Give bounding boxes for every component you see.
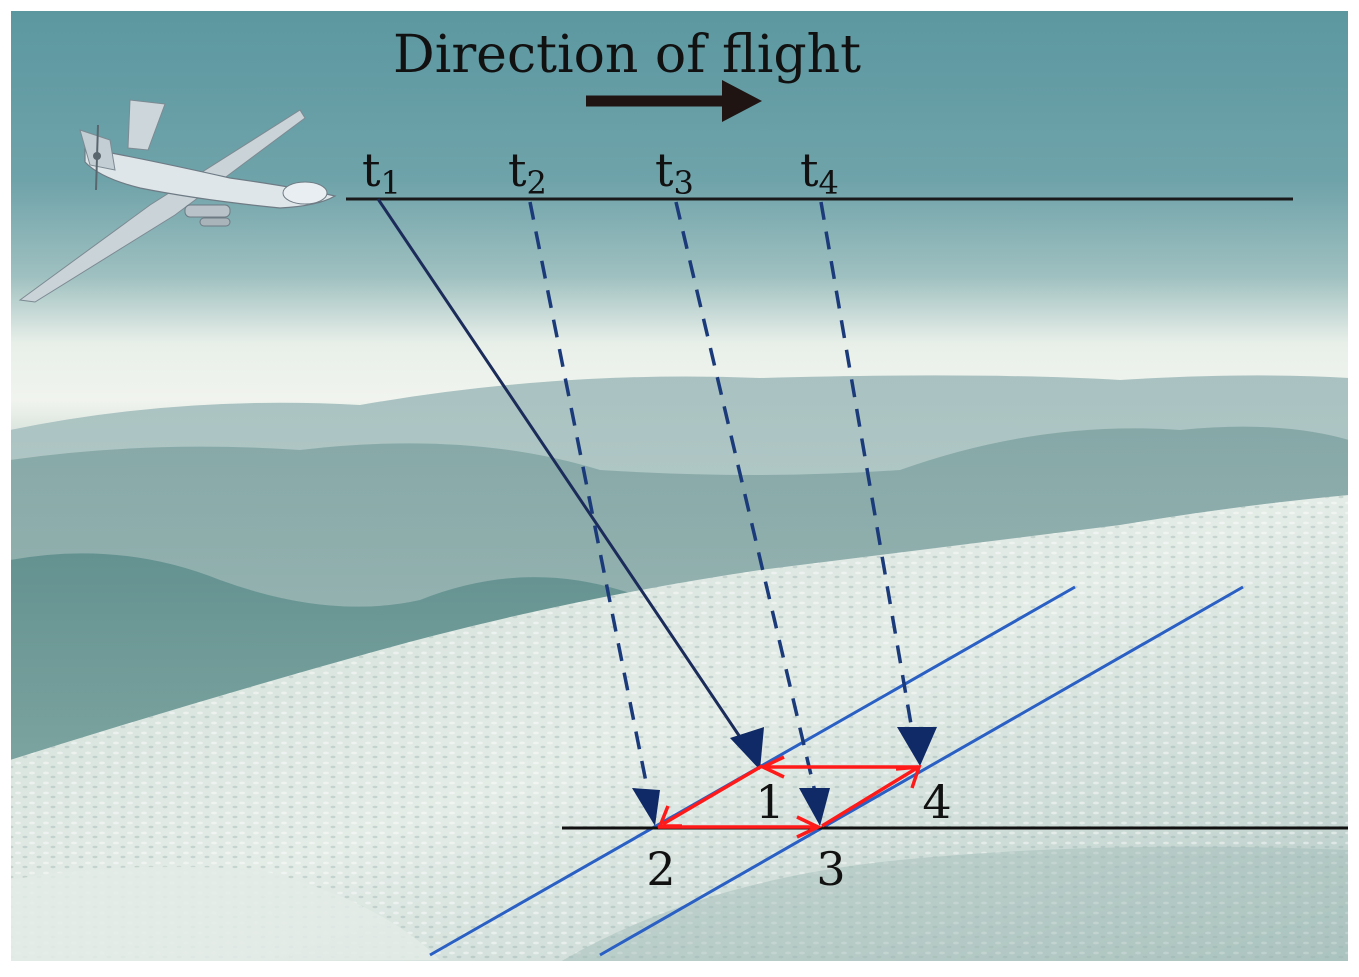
vector-3-to-4 [821,766,918,828]
ground-point-2: 2 [646,842,675,896]
svg-text:t1: t1 [362,143,401,202]
ground-point-4: 4 [922,775,951,829]
time-label-t2: t2 [508,143,547,202]
time-label-t3: t3 [655,143,694,202]
snow-texture [10,495,1349,962]
landscape-background [10,10,1349,963]
time-label-sub: 1 [381,164,401,202]
dashed-ray-t3 [674,201,830,826]
dashed-ray-t4 [819,201,937,766]
blue-guide-line-lower [599,585,1244,957]
time-label-t4: t4 [800,143,839,202]
solid-ray-t1 [376,198,764,770]
ground-point-3: 3 [816,842,845,896]
svg-text:t4: t4 [800,143,839,202]
dashed-ray-t2 [528,201,660,826]
ground-point-1: 1 [755,775,784,829]
arrowhead-2-to-3 [796,815,823,839]
time-label-t1: t1 [362,143,401,202]
red-vectors [657,755,922,839]
time-label-sub: 4 [819,164,839,202]
arrowhead-4-to-1 [758,755,785,779]
time-label-sub: 2 [527,164,547,202]
vector-1-to-2 [662,764,763,826]
time-label-base: t [508,143,527,197]
slope-shadow [560,846,1349,962]
svg-text:t3: t3 [655,143,694,202]
snow-foreground [10,866,440,962]
time-label-base: t [362,143,381,197]
title: Direction of flight [393,25,861,85]
direction-arrow-icon [586,80,762,122]
time-label-base: t [655,143,674,197]
time-label-base: t [800,143,819,197]
time-label-sub: 3 [674,164,694,202]
figure-border [9,9,1350,963]
svg-text:t2: t2 [508,143,547,202]
uav-drone-icon [18,99,337,303]
